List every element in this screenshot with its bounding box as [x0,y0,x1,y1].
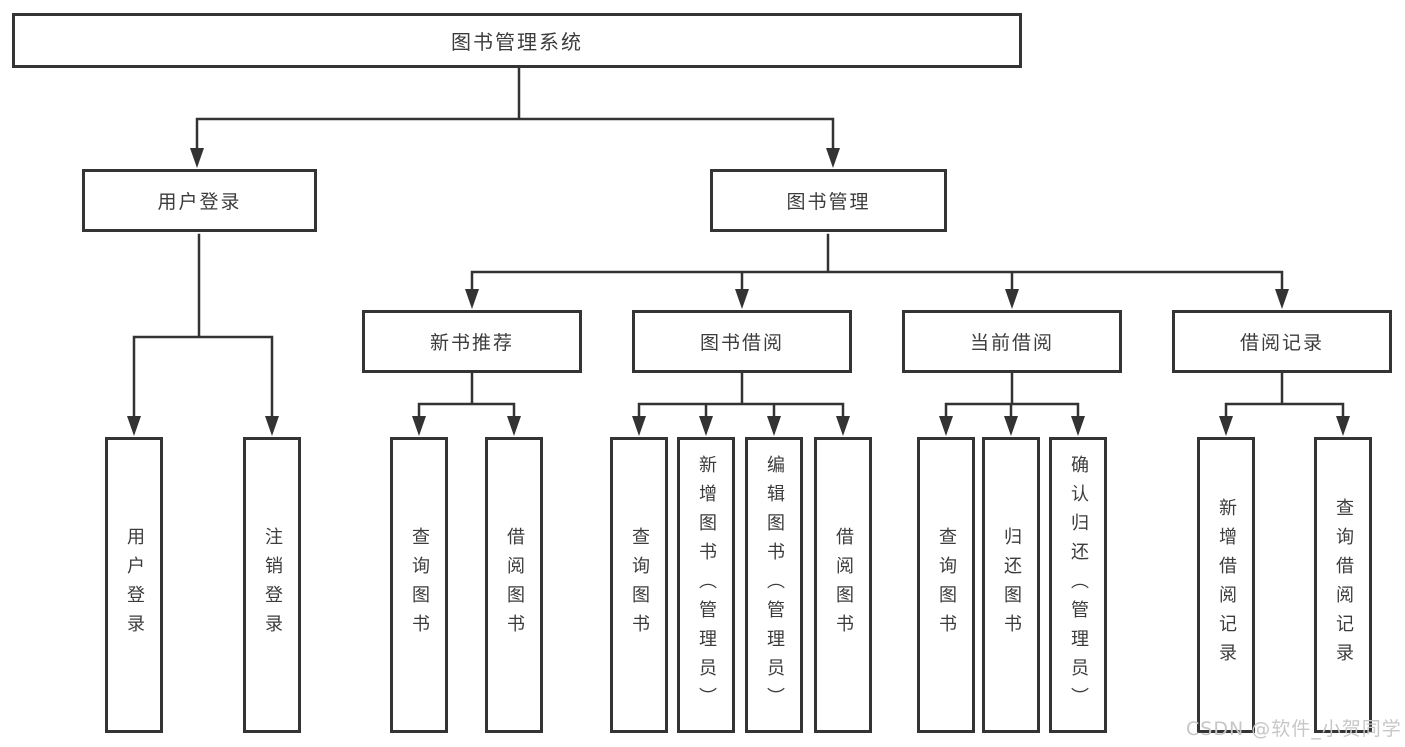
connector-current-borrow [944,371,1080,422]
node-library-system: 图书管理系统 [12,13,1022,68]
node-user-login-branch-label: 用户登录 [157,191,242,213]
connector-new-book-recommend [417,371,516,422]
arrow-down-icon [1071,416,1085,436]
connector-book-management-branch [470,233,1284,295]
leaf-query-books-1-label: 查询图书 [409,527,430,643]
leaf-query-books-1: 查询图书 [390,437,448,733]
leaf-query-borrow-record-label: 查询借阅记录 [1333,498,1354,672]
node-book-borrow: 图书借阅 [632,310,852,373]
connector-book-borrow [637,371,845,422]
connector-root-to-level2 [195,66,835,154]
arrow-down-icon [265,416,279,436]
node-user-login-branch: 用户登录 [82,169,317,232]
leaf-borrow-books-1-label: 借阅图书 [504,527,525,643]
leaf-borrow-books-2-label: 借阅图书 [833,527,854,643]
arrow-down-icon [767,416,781,436]
connector-borrow-records [1224,371,1345,422]
node-library-system-label: 图书管理系统 [451,30,583,54]
arrow-down-icon [939,416,953,436]
leaf-borrow-books-2: 借阅图书 [814,437,872,733]
node-borrow-records-label: 借阅记录 [1239,332,1324,354]
leaf-user-login: 用户登录 [105,437,163,733]
arrow-down-icon [836,416,850,436]
leaf-confirm-return-admin-label: 确认归还（管理员） [1068,454,1089,716]
arrow-down-icon [1004,416,1018,436]
leaf-add-borrow-record-label: 新增借阅记录 [1216,498,1237,672]
csdn-watermark: CSDN @软件_小贺同学 [1186,718,1402,740]
node-new-book-recommend: 新书推荐 [362,310,582,373]
arrow-down-icon [127,416,141,436]
node-book-borrow-label: 图书借阅 [699,332,784,354]
arrow-down-icon [1336,416,1350,436]
arrow-down-icon [412,416,426,436]
arrow-down-icon [826,148,840,168]
arrow-down-icon [1275,289,1289,309]
leaf-return-books-label: 归还图书 [1001,527,1022,643]
leaf-logout-label: 注销登录 [262,527,283,643]
arrow-down-icon [190,148,204,168]
arrowheads [127,148,1350,436]
leaf-return-books: 归还图书 [982,437,1040,733]
arrow-down-icon [465,289,479,309]
node-current-borrow-label: 当前借阅 [969,332,1054,354]
node-book-management: 图书管理 [710,169,947,232]
arrow-down-icon [735,289,749,309]
leaf-add-books-admin: 新增图书（管理员） [677,437,735,733]
node-current-borrow: 当前借阅 [902,310,1122,373]
arrow-down-icon [507,416,521,436]
leaf-query-books-2: 查询图书 [610,437,668,733]
node-book-management-label: 图书管理 [786,191,871,213]
arrow-down-icon [1219,416,1233,436]
leaf-edit-books-admin-label: 编辑图书（管理员） [764,454,785,716]
connector-user-login-branch [132,233,274,422]
leaf-borrow-books-1: 借阅图书 [485,437,543,733]
leaf-add-borrow-record: 新增借阅记录 [1197,437,1255,733]
leaf-edit-books-admin: 编辑图书（管理员） [745,437,803,733]
leaf-add-books-admin-label: 新增图书（管理员） [696,454,717,716]
leaf-logout: 注销登录 [243,437,301,733]
leaf-query-borrow-record: 查询借阅记录 [1314,437,1372,733]
leaf-user-login-label: 用户登录 [124,527,145,643]
node-borrow-records: 借阅记录 [1172,310,1392,373]
leaf-confirm-return-admin: 确认归还（管理员） [1049,437,1107,733]
leaf-query-books-3: 查询图书 [917,437,975,733]
leaf-query-books-3-label: 查询图书 [936,527,957,643]
node-new-book-recommend-label: 新书推荐 [429,332,514,354]
leaf-query-books-2-label: 查询图书 [629,527,650,643]
arrow-down-icon [632,416,646,436]
arrow-down-icon [699,416,713,436]
arrow-down-icon [1005,289,1019,309]
